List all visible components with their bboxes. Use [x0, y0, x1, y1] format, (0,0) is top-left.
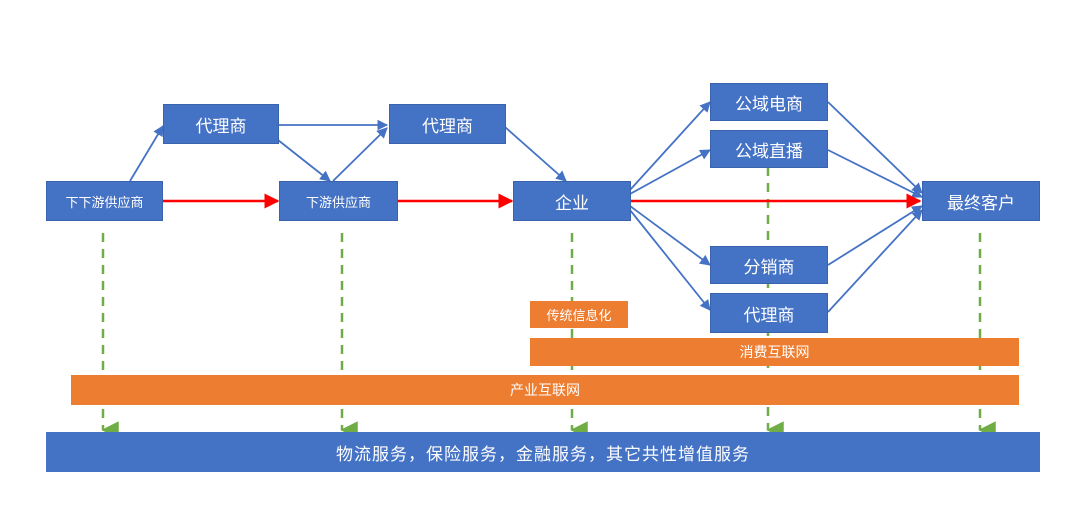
node-agent-1: 代理商 — [163, 104, 279, 144]
arrow-enterprise-to-agent3 — [629, 209, 711, 311]
arrow-agent3-to-customer — [827, 209, 923, 313]
arrow-llsupplier-to-agent1 — [129, 125, 164, 182]
arrow-agent2-to-enterprise — [504, 126, 567, 182]
node-lower-lower-supplier: 下下游供应商 — [46, 181, 163, 221]
arrow-enterprise-to-distributor — [629, 205, 711, 266]
services-bar: 物流服务，保险服务，金融服务，其它共性增值服务 — [46, 432, 1040, 472]
node-agent-3: 代理商 — [710, 293, 828, 333]
arrow-enterprise-to-ecommerce — [629, 101, 711, 191]
node-final-customer: 最终客户 — [922, 181, 1040, 221]
band-industrial-internet: 产业互联网 — [71, 375, 1019, 405]
band-consumer-internet: 消费互联网 — [530, 338, 1019, 366]
arrow-agent1-to-lsupplier — [277, 139, 331, 182]
node-agent-2: 代理商 — [389, 104, 506, 144]
arrow-enterprise-to-live — [629, 149, 711, 195]
node-lower-supplier: 下游供应商 — [279, 181, 398, 221]
arrow-ecommerce-to-customer — [827, 101, 923, 194]
node-public-ecommerce: 公域电商 — [710, 83, 828, 121]
arrow-distributor-to-customer — [827, 205, 923, 266]
node-enterprise: 企业 — [513, 181, 631, 221]
arrow-live-to-customer — [827, 149, 923, 198]
arrow-lsupplier-to-agent2 — [332, 127, 388, 182]
band-traditional-it: 传统信息化 — [530, 301, 628, 328]
node-public-live: 公域直播 — [710, 130, 828, 168]
node-distributor: 分销商 — [710, 246, 828, 284]
